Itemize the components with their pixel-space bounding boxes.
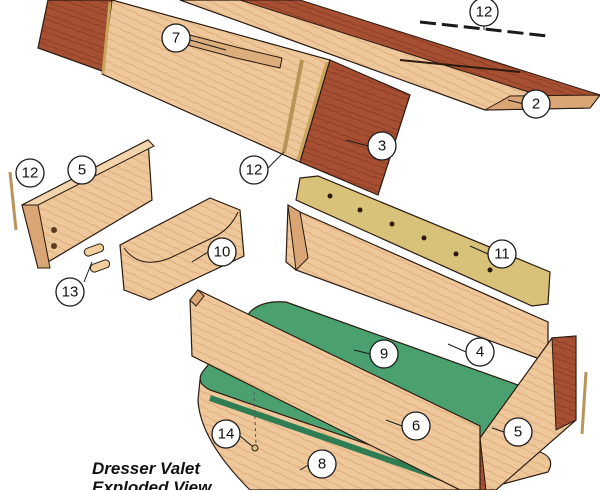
- watch-holder-drawing: [119, 197, 245, 301]
- spline-right: [580, 371, 588, 435]
- callout-number: 3: [378, 138, 386, 155]
- callout-number: 14: [218, 426, 235, 443]
- callout-number: 12: [22, 165, 39, 182]
- callout-number: 7: [172, 30, 180, 47]
- lid-cherry-left: [37, 0, 113, 73]
- callout-back-side: 4: [465, 337, 495, 367]
- callout-number: 12: [246, 162, 263, 179]
- lid-spline-right: [296, 61, 329, 161]
- screw-drawing: [251, 391, 259, 452]
- callout-spline-left: 12: [15, 158, 45, 188]
- callout-number: 9: [380, 346, 388, 363]
- callout-watch-holder: 10: [207, 237, 237, 267]
- caption-title: Dresser Valet: [92, 459, 201, 478]
- callout-dowel-pins: 13: [55, 277, 85, 307]
- callout-number: 10: [214, 244, 231, 261]
- back-side-drawing: [285, 203, 549, 363]
- lid-spline-left: [101, 1, 112, 75]
- callout-number: 6: [412, 418, 420, 435]
- spline-left: [8, 171, 18, 231]
- callout-lid-rail: 2: [521, 89, 551, 119]
- caption-subtitle: Exploded View: [92, 478, 212, 490]
- callout-lid-panel: 3: [367, 131, 397, 161]
- lid-rail-assembly: [179, 0, 600, 111]
- dowel-pins-drawing: [83, 243, 111, 273]
- callout-number: 4: [476, 344, 484, 361]
- callout-end-piece-right: 5: [503, 417, 533, 447]
- callout-screw: 14: [211, 419, 241, 449]
- callout-number: 11: [494, 246, 510, 263]
- callout-end-piece-left: 5: [67, 155, 97, 185]
- callout-number: 5: [514, 424, 522, 441]
- callout-spline-center: 12: [239, 155, 269, 185]
- callout-front-side: 6: [401, 411, 431, 441]
- callout-number: 2: [532, 96, 540, 113]
- callout-number: 12: [476, 4, 493, 21]
- lid-cherry-right: [299, 59, 411, 196]
- callout-felt-liner: 9: [369, 339, 399, 369]
- callout-bottom-panel: 8: [307, 449, 337, 479]
- callout-number: 5: [78, 162, 86, 179]
- callout-spline-top: 12: [469, 0, 499, 27]
- callout-number: 8: [318, 456, 326, 473]
- lid-panel-assembly: [37, 0, 411, 196]
- callout-piano-hinge: 11: [487, 239, 517, 269]
- spline-center: [282, 59, 304, 153]
- callout-number: 13: [62, 284, 79, 301]
- front-side-drawing: [189, 289, 481, 490]
- piano-hinge-drawing: [295, 175, 551, 307]
- callout-lid-pull: 7: [161, 23, 191, 53]
